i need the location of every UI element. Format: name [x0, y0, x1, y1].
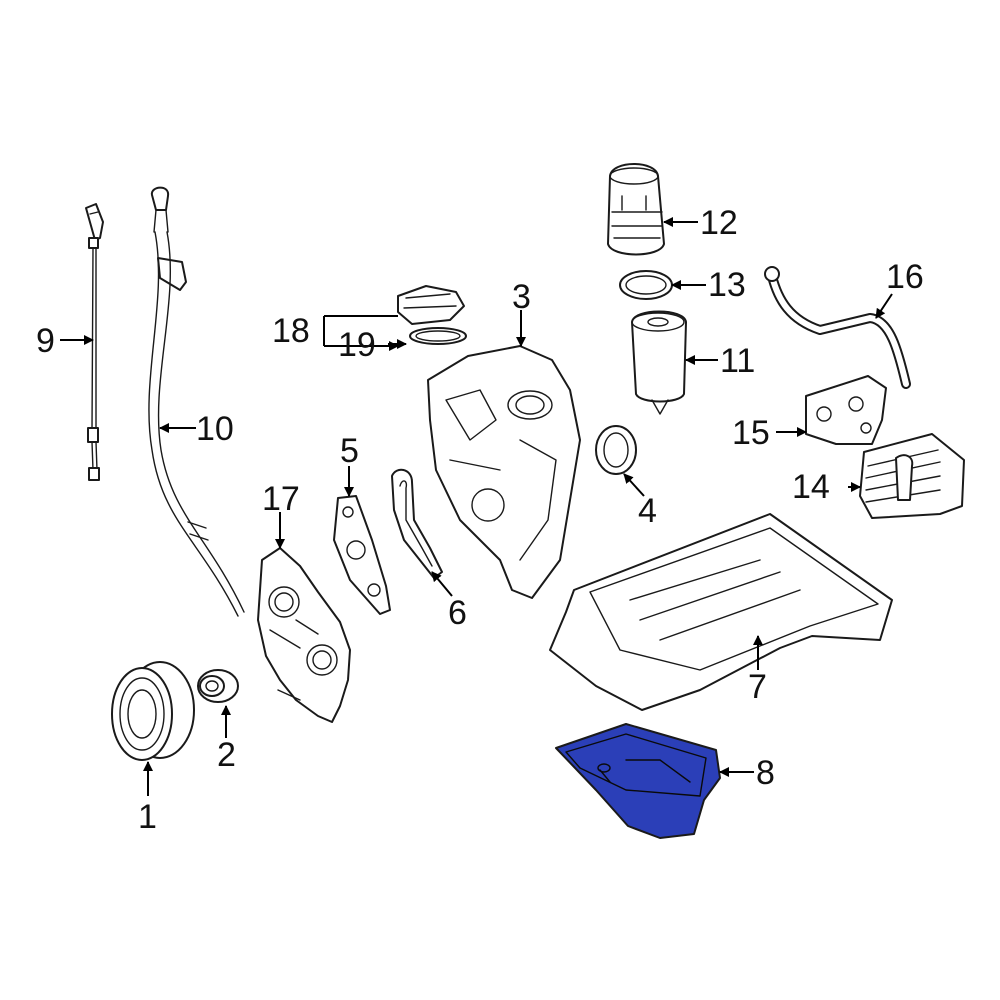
- part-7-upper-oil-pan[interactable]: [549, 513, 893, 711]
- part-8-oil-pan-highlighted[interactable]: [555, 723, 721, 839]
- callout-15: 15: [732, 414, 770, 452]
- callout-14: 14: [792, 468, 830, 506]
- callout-12: 12: [700, 204, 738, 242]
- callout-11: 11: [720, 342, 755, 380]
- callout-1: 1: [138, 798, 157, 836]
- callout-8: 8: [756, 754, 775, 792]
- part-5-plate[interactable]: [333, 495, 391, 615]
- callout-9: 9: [36, 322, 55, 360]
- callout-18: 18: [272, 312, 310, 350]
- callout-4: 4: [638, 492, 657, 530]
- part-4-seal[interactable]: [595, 425, 637, 475]
- callout-10: 10: [196, 410, 234, 448]
- part-16-hose[interactable]: [764, 266, 911, 389]
- part-18-filler-cap[interactable]: [397, 285, 465, 325]
- part-12-filter-cap[interactable]: [607, 163, 665, 256]
- callout-17: 17: [262, 480, 300, 518]
- part-15-gasket[interactable]: [805, 375, 887, 445]
- part-19-seal[interactable]: [409, 327, 467, 345]
- part-3-timing-case[interactable]: [427, 345, 581, 599]
- callout-16: 16: [886, 258, 924, 296]
- part-10-dipstick-tube[interactable]: [148, 186, 245, 617]
- part-11-filter-element[interactable]: [631, 310, 687, 415]
- callout-7: 7: [748, 668, 767, 706]
- callout-6: 6: [448, 594, 467, 632]
- callout-13: 13: [708, 266, 746, 304]
- callout-2: 2: [217, 736, 236, 774]
- part-17-cover-plate[interactable]: [257, 547, 351, 723]
- part-9-dipstick[interactable]: [85, 203, 104, 481]
- callout-19: 19: [338, 326, 376, 364]
- part-6-gasket[interactable]: [391, 468, 443, 579]
- part-1-pulley[interactable]: [111, 661, 195, 761]
- part-2-bolt[interactable]: [197, 669, 239, 703]
- callout-5: 5: [340, 432, 359, 470]
- callout-3: 3: [512, 278, 531, 316]
- part-14-oil-cooler[interactable]: [859, 433, 965, 519]
- part-13-o-ring[interactable]: [619, 270, 673, 300]
